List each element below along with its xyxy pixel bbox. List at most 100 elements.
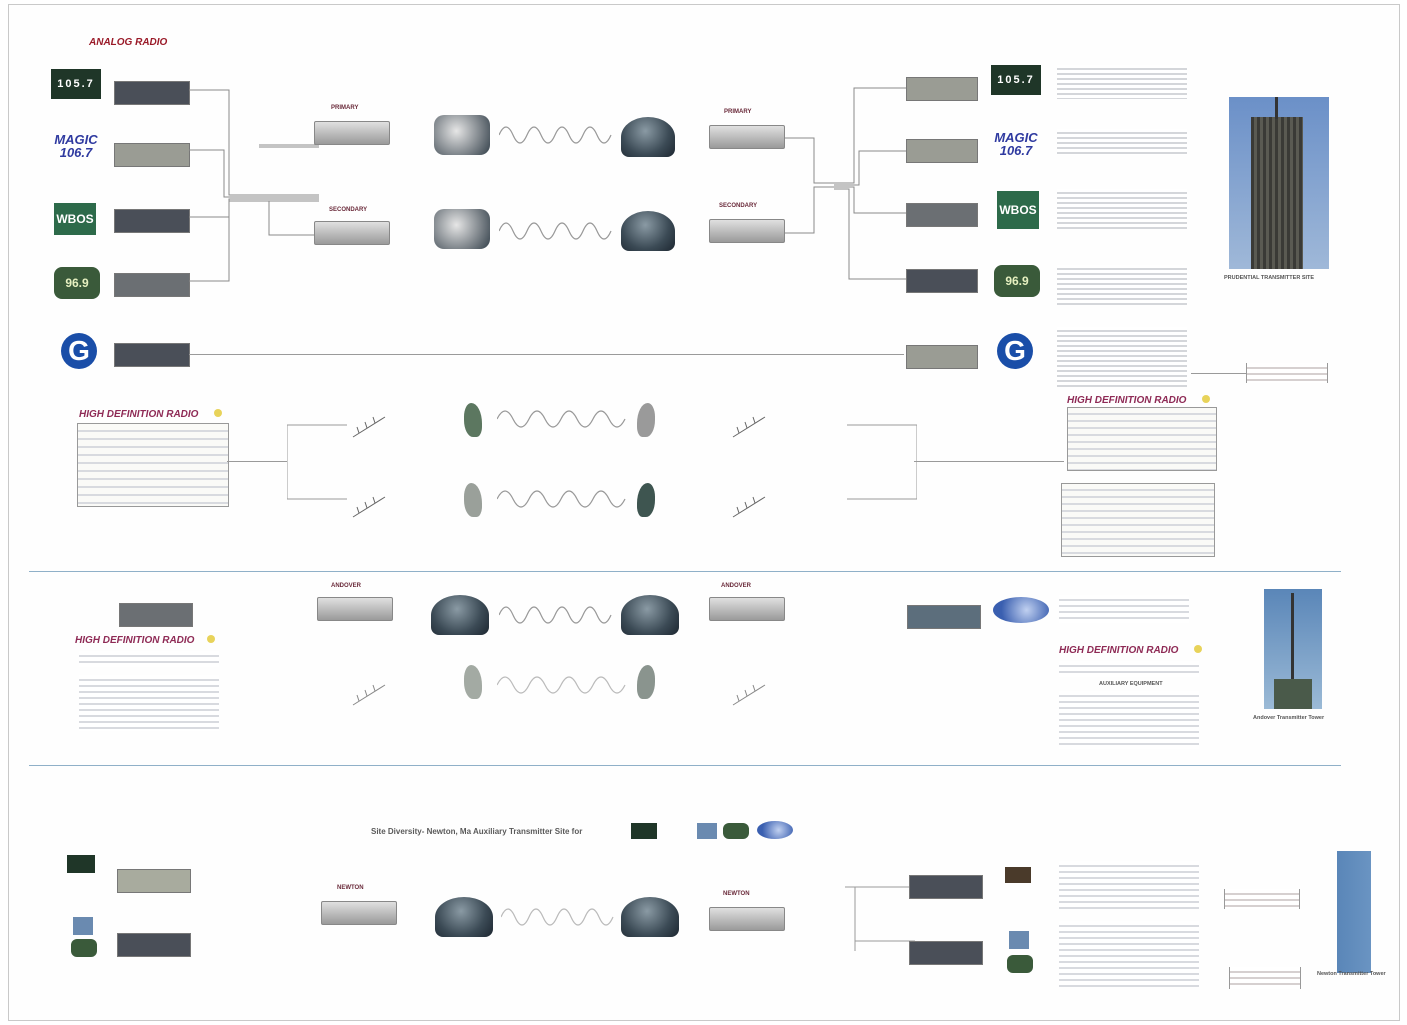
station-wbos-logo-newton-right (1009, 931, 1029, 949)
newton-radio-transmitter (321, 901, 397, 925)
site-diversity-title: Site Diversity- Newton, Ma Auxiliary Tra… (371, 827, 582, 836)
hd-radio-title-left: HIGH DEFINITION RADIO (79, 409, 198, 420)
hd-radio-title-andover: HIGH DEFINITION RADIO (75, 635, 194, 646)
codec-rack (114, 273, 190, 297)
primary-label: PRIMARY (331, 105, 358, 111)
yagi-antenna-icon (349, 493, 389, 521)
newton-tower-photo (1337, 851, 1371, 973)
station-1057-logo-newton-right (1005, 867, 1031, 883)
section-divider (29, 571, 1341, 572)
hd-radio-icon (207, 635, 215, 643)
frequency-table (1059, 595, 1189, 623)
codec-rack (119, 603, 193, 627)
mini-1057-logo (631, 823, 657, 839)
yagi-antenna-icon (729, 413, 769, 441)
prudential-caption: PRUDENTIAL TRANSMITTER SITE (1224, 275, 1314, 281)
mini-magic-logo (665, 823, 691, 839)
country-logo (993, 597, 1049, 623)
newton-label-right: NEWTON (723, 891, 750, 897)
secondary-rf-wave (499, 213, 614, 249)
codec-rack (114, 209, 190, 233)
secondary-dish-right (621, 211, 675, 251)
aux-line (1191, 373, 1246, 374)
andover-label: ANDOVER (331, 583, 361, 589)
codec-rack (117, 933, 191, 957)
decoder-rack (906, 203, 978, 227)
aux-box (1229, 967, 1301, 989)
newton-dish-right (621, 897, 679, 937)
primary-dish-left (434, 115, 490, 155)
andover-tower-photo (1264, 589, 1322, 709)
frequency-table (1057, 189, 1187, 229)
station-g-logo: G (61, 333, 97, 369)
radio-dish-side-icon (637, 403, 655, 437)
station-1057-logo-newton (67, 855, 95, 873)
station-969-logo-newton-right (1007, 955, 1033, 973)
secondary-label: SECONDARY (329, 207, 367, 213)
station-g-logo-right: G (997, 333, 1033, 369)
mini-wbos-logo (697, 823, 717, 839)
newton-label: NEWTON (337, 885, 364, 891)
primary-radio-transmitter (314, 121, 390, 145)
section-divider (29, 765, 1341, 766)
primary-rf-wave (499, 117, 614, 153)
aux-channel-list-andover (79, 675, 219, 731)
andover-tower-caption: Andover Transmitter Tower (1253, 715, 1324, 721)
yagi-antenna-icon (729, 681, 769, 709)
newton-dish-left (435, 897, 493, 937)
andover-radio-transmitter (317, 597, 393, 621)
hd-radio-title-andover-right: HIGH DEFINITION RADIO (1059, 645, 1178, 656)
decoder-rack (907, 605, 981, 629)
hd-radio-icon (214, 409, 222, 417)
codec-rack (114, 343, 190, 367)
newton-radio-receiver (709, 907, 785, 931)
aux-channel-list-right (1061, 483, 1215, 557)
station-1057-logo-right: 105.7 (991, 65, 1041, 95)
secondary-radio-receiver (709, 219, 785, 243)
codec-rack (114, 81, 190, 105)
hd-radio-icon (1194, 645, 1202, 653)
frequency-table (1059, 921, 1199, 987)
g-link-line (189, 354, 904, 355)
hd-rf-wave (497, 481, 627, 517)
frequency-table (1057, 129, 1187, 155)
primary-label-right: PRIMARY (724, 109, 751, 115)
aux-box (1246, 363, 1328, 383)
analog-radio-title: ANALOG RADIO (89, 37, 167, 48)
newton-rf-wave (501, 899, 616, 935)
codec-rack (117, 869, 191, 893)
station-969-logo-newton (71, 939, 97, 957)
hd-rf-wave (497, 401, 627, 437)
primary-radio-receiver (709, 125, 785, 149)
andover-radio-receiver (709, 597, 785, 621)
aux-box (1224, 889, 1300, 909)
mini-969-logo (723, 823, 749, 839)
yagi-antenna-icon (349, 413, 389, 441)
frequency-table (1057, 265, 1187, 305)
andover-rf-wave (499, 597, 614, 633)
secondary-radio-transmitter (314, 221, 390, 245)
andover-dish-left (431, 595, 489, 635)
codec-rack (114, 143, 190, 167)
newton-connector-lines (845, 881, 915, 961)
hd-link (227, 461, 287, 462)
hd-link-right (914, 461, 1064, 462)
station-magic-logo-newton (67, 875, 97, 893)
andover-hd-rf-wave (497, 667, 627, 703)
frequency-table (1057, 327, 1187, 387)
mini-country-logo (757, 821, 793, 839)
decoder-rack (906, 269, 978, 293)
andover-dish-right (621, 595, 679, 635)
yagi-antenna-icon (729, 493, 769, 521)
radio-dish-side-icon (464, 665, 482, 699)
decoder-rack (906, 345, 978, 369)
hd-channel-list (77, 423, 229, 507)
station-969-logo: 96.9 (54, 267, 100, 299)
station-1057-logo: 105.7 (51, 69, 101, 99)
andover-label-right: ANDOVER (721, 583, 751, 589)
decoder-rack (906, 77, 978, 101)
station-magic-logo-right: MAGIC 106.7 (991, 129, 1041, 159)
secondary-label-right: SECONDARY (719, 203, 757, 209)
connector-lines (189, 85, 319, 295)
hd-channel-list-andover (79, 651, 219, 667)
